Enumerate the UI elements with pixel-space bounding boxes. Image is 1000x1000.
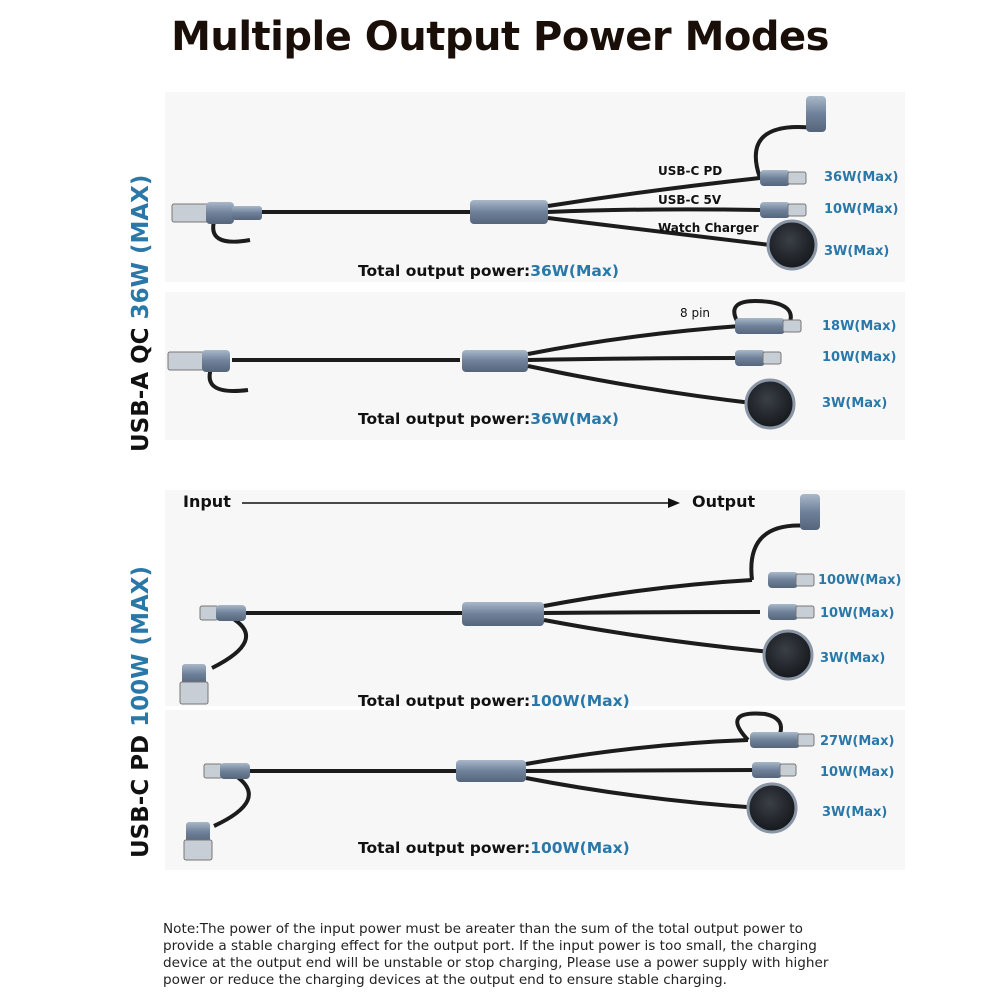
output-power-label: 36W(Max) xyxy=(824,170,899,185)
output-power-label: 10W(Max) xyxy=(820,606,895,621)
cable-set-4 xyxy=(183,711,815,861)
output-power-label: 100W(Max) xyxy=(818,573,902,588)
total-output-value: 36W(Max) xyxy=(530,410,619,428)
output-power-label: 3W(Max) xyxy=(824,244,890,259)
cable-set-1 xyxy=(171,96,826,271)
input-label: Input xyxy=(183,492,231,511)
output-power-label: 10W(Max) xyxy=(822,350,897,365)
cable-set-2 xyxy=(167,299,802,430)
note-text: Note:The power of the input power must b… xyxy=(163,921,829,988)
total-output-power: Total output power:100W(Max) xyxy=(358,692,630,710)
output-power-label: 3W(Max) xyxy=(822,396,888,411)
output-power-label: 10W(Max) xyxy=(824,202,899,217)
port-label-usb-c-5v: USB-C 5V xyxy=(658,193,722,207)
page-title: Multiple Output Power Modes xyxy=(171,14,829,60)
total-output-power: Total output power:36W(Max) xyxy=(358,410,619,428)
output-power-label: 18W(Max) xyxy=(822,319,897,334)
output-power-label: 3W(Max) xyxy=(820,651,886,666)
total-output-value: 36W(Max) xyxy=(530,262,619,280)
total-output-label: Total output power: xyxy=(358,839,531,857)
port-label-watch-charger: Watch Charger xyxy=(658,221,759,235)
total-output-power: Total output power:100W(Max) xyxy=(358,839,630,857)
port-label-usb-c-pd: USB-C PD xyxy=(658,164,723,178)
port-label-8-pin: 8 pin xyxy=(680,306,711,320)
total-output-power: Total output power:36W(Max) xyxy=(358,262,619,280)
total-output-label: Total output power: xyxy=(358,262,531,280)
total-output-value: 100W(Max) xyxy=(530,839,630,857)
total-output-label: Total output power: xyxy=(358,692,531,710)
flow-arrow xyxy=(242,498,680,508)
output-power-label: 10W(Max) xyxy=(820,765,895,780)
output-power-label: 27W(Max) xyxy=(820,734,895,749)
cable-set-3 xyxy=(179,494,820,705)
output-label: Output xyxy=(692,492,756,511)
total-output-label: Total output power: xyxy=(358,410,531,428)
total-output-value: 100W(Max) xyxy=(530,692,630,710)
output-power-label: 3W(Max) xyxy=(822,805,888,820)
